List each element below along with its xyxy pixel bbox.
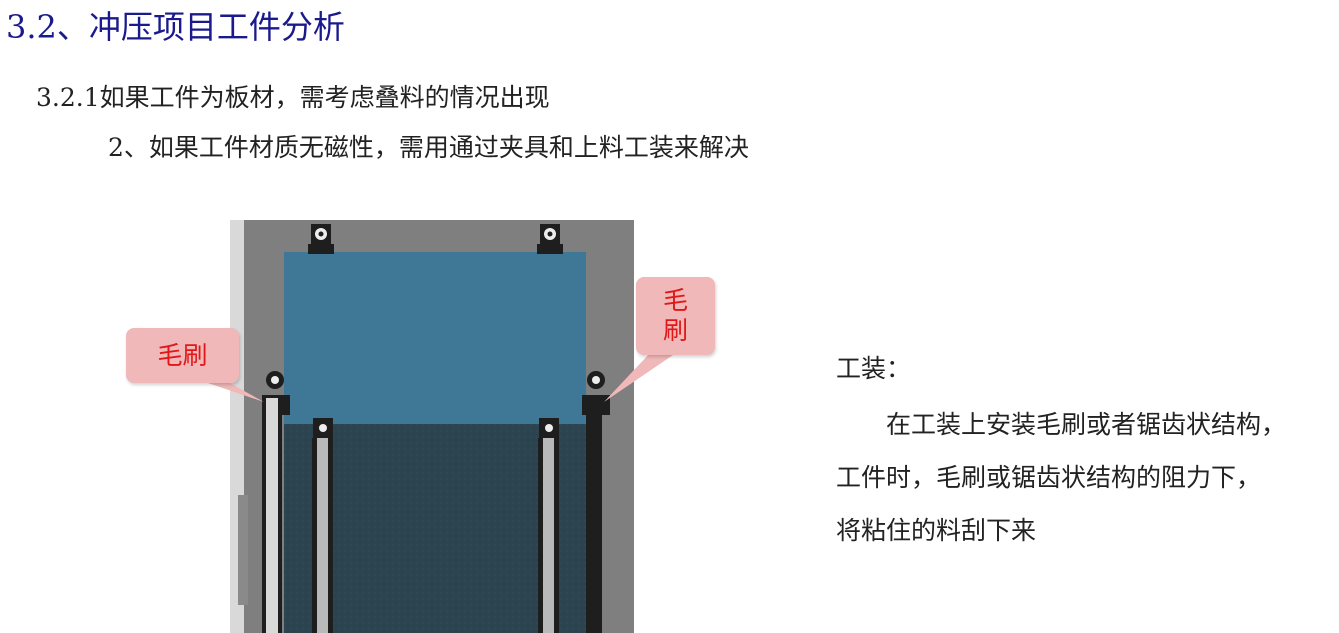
right-guide-rail	[538, 418, 559, 633]
frame-left-notch	[238, 495, 248, 605]
top-right-clamp	[537, 224, 563, 254]
section-heading: 3.2.1如果工件为板材，需考虑叠料的情况出现	[36, 83, 550, 112]
right-brush-post	[582, 371, 610, 633]
left-guide-rail	[312, 418, 333, 633]
sheet-workpiece	[284, 252, 586, 424]
top-left-clamp	[308, 224, 334, 254]
brush-callout-right: 毛 刷	[636, 277, 715, 355]
base-plate	[284, 424, 586, 633]
brush-callout-left: 毛刷	[126, 328, 239, 383]
brush-callout-right-line2: 刷	[662, 316, 688, 345]
left-brush-post	[262, 371, 290, 633]
tooling-figure	[230, 220, 634, 633]
brush-callout-left-text: 毛刷	[157, 341, 208, 370]
tooling-line: 将粘住的料刮下来	[836, 516, 1037, 545]
tooling-label: 工装：	[836, 354, 912, 383]
tooling-description: 在工装上安装毛刷或者锯齿状结构， 工件时，毛刷或锯齿状结构的阻力下， 将粘住的料…	[836, 398, 1339, 557]
section-point: 2、如果工件材质无磁性，需用通过夹具和上料工装来解决	[108, 133, 749, 162]
brush-callout-right-line1: 毛	[662, 286, 688, 315]
tooling-line: 在工装上安装毛刷或者锯齿状结构，	[886, 410, 1287, 439]
slide-title: 3.2、冲压项目工件分析	[6, 8, 345, 46]
tooling-line: 工件时，毛刷或锯齿状结构的阻力下，	[836, 463, 1262, 492]
